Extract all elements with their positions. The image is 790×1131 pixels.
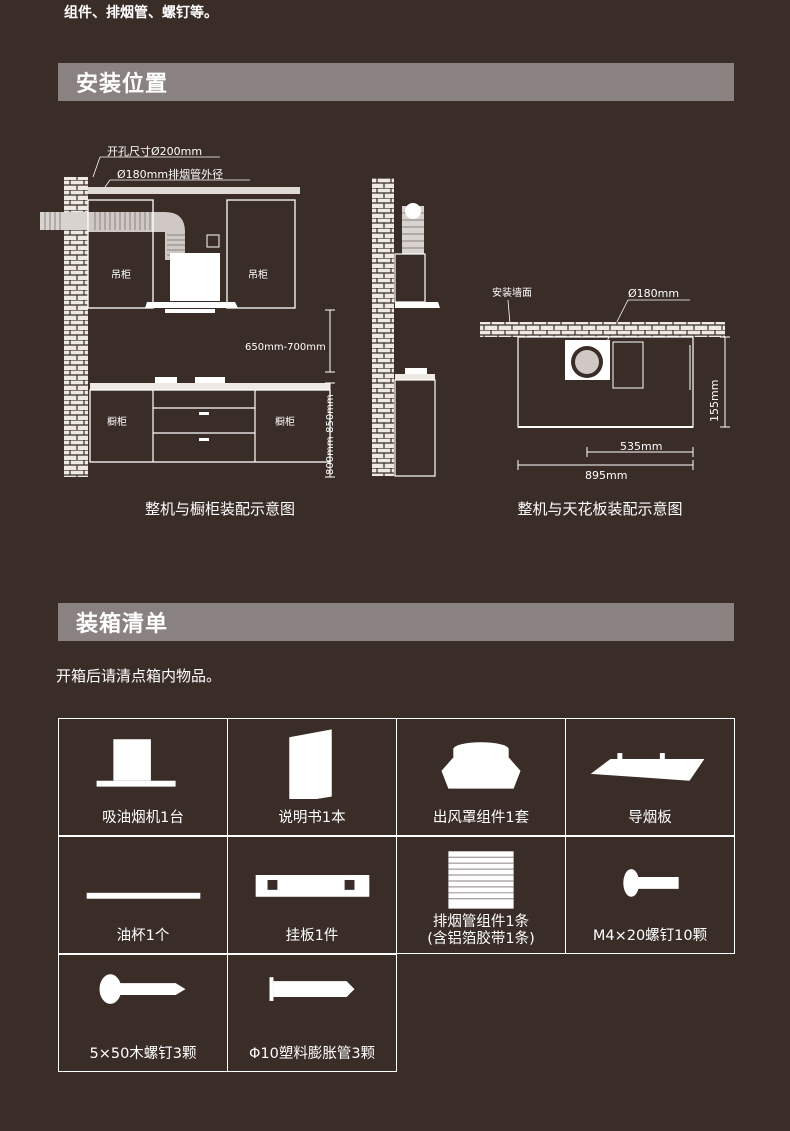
list-item: M4×20螺钉10颗 xyxy=(565,836,735,954)
list-item: 出风罩组件1套 xyxy=(396,718,566,836)
section-header-install: 安装位置 xyxy=(58,63,734,101)
hanging-plate-icon xyxy=(255,875,370,897)
section-header-packing: 装箱清单 xyxy=(58,603,734,641)
item-label: 出风罩组件1套 xyxy=(432,810,530,826)
wall-label: 安装墙面 xyxy=(492,286,532,299)
hanging-cabinet-left-label: 吊柜 xyxy=(111,268,131,281)
diameter-label: Ø180mm xyxy=(628,287,679,300)
list-item: 挂板1件 xyxy=(227,836,397,954)
item-label-line1: 排烟管组件1条 xyxy=(432,914,530,930)
range-hood-icon xyxy=(96,739,176,787)
dim-155: 155mm xyxy=(708,380,721,422)
item-label: 吸油烟机1台 xyxy=(102,810,184,826)
hole-size-label: 开孔尺寸Ø200mm xyxy=(107,144,202,158)
list-item: 排烟管组件1条 (含铝箔胶带1条) xyxy=(396,836,566,954)
ceiling-assembly-diagram: 安装墙面 Ø180mm 155mm 535mm 895mm xyxy=(480,286,730,482)
item-label: 油杯1个 xyxy=(116,928,170,944)
ceiling-diagram-caption: 整机与天花板装配示意图 xyxy=(517,500,683,518)
item-label-line2: (含铝箔胶带1条) xyxy=(427,931,535,947)
exhaust-pipe-icon xyxy=(448,851,514,909)
wood-screw-icon xyxy=(99,974,186,1004)
smoke-guide-plate-icon xyxy=(590,753,705,781)
section-title: 装箱清单 xyxy=(76,612,169,637)
counter-height-dimension: 800mm-850mm xyxy=(325,394,336,475)
screw-icon xyxy=(623,869,679,897)
item-label: 说明书1本 xyxy=(278,810,346,826)
base-cabinet-left-label: 橱柜 xyxy=(107,415,127,428)
hanging-cabinet-right-label: 吊柜 xyxy=(248,268,268,281)
list-item: 导烟板 xyxy=(565,718,735,836)
outlet-cover-icon xyxy=(441,742,521,789)
side-view-diagram xyxy=(372,178,440,477)
plastic-anchor-icon xyxy=(269,977,355,1001)
base-cabinet-right-label: 橱柜 xyxy=(275,415,295,428)
list-item: 吸油烟机1台 xyxy=(58,718,228,836)
item-label: 导烟板 xyxy=(628,810,672,826)
pipe-diameter-label: Ø180mm排烟管外径 xyxy=(117,167,223,181)
item-label: 5×50木螺钉3颗 xyxy=(89,1046,197,1062)
manual-icon xyxy=(289,729,332,799)
item-label: 排烟管组件1条 (含铝箔胶带1条) xyxy=(397,914,565,948)
intro-text: 组件、排烟管、螺钉等。 xyxy=(64,5,218,21)
list-item: 油杯1个 xyxy=(58,836,228,954)
list-item: Φ10塑料膨胀管3颗 xyxy=(227,954,397,1072)
item-label: M4×20螺钉10颗 xyxy=(592,928,708,944)
list-item: 5×50木螺钉3颗 xyxy=(58,954,228,1072)
section-title: 安装位置 xyxy=(76,72,169,97)
list-item: 说明书1本 xyxy=(227,718,397,836)
dim-895: 895mm xyxy=(585,469,627,482)
height-dimension: 650mm-700mm xyxy=(245,342,326,353)
packing-note: 开箱后请清点箱内物品。 xyxy=(56,667,222,685)
item-label: Φ10塑料膨胀管3颗 xyxy=(248,1046,376,1062)
dim-535: 535mm xyxy=(620,440,662,453)
cabinet-diagram-caption: 整机与橱柜装配示意图 xyxy=(144,500,295,518)
oil-cup-icon xyxy=(86,892,201,899)
item-label: 挂板1件 xyxy=(285,928,339,944)
cabinet-assembly-diagram: 吊柜 吊柜 650mm-700mm 橱柜 橱柜 800mm-850mm 开孔尺寸… xyxy=(40,144,336,478)
